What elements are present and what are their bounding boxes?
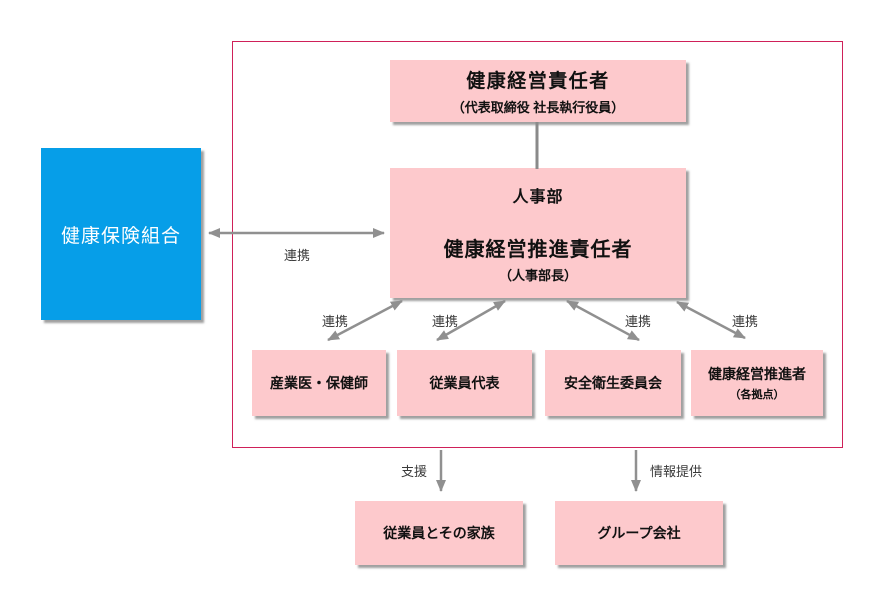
- group-companies-label: グループ会社: [597, 525, 681, 541]
- insurance-association-box: 健康保険組合: [41, 148, 201, 320]
- promotion-structure-frame: [232, 41, 843, 448]
- link-label-4: 連携: [731, 314, 758, 329]
- link-label-3: 連携: [624, 314, 651, 329]
- employees-families-box: 従業員とその家族: [355, 501, 523, 565]
- executive-title: 健康経営責任者: [466, 71, 610, 92]
- executive-box: 健康経営責任者 （代表取締役 社長執行役員）: [390, 60, 686, 122]
- employee-representative-label: 従業員代表: [429, 375, 500, 391]
- occupational-physician-label: 産業医・保健師: [270, 375, 368, 391]
- support-label: 支援: [400, 464, 427, 479]
- executive-subtitle: （代表取締役 社長執行役員）: [451, 100, 625, 115]
- hr-department-name: 人事部: [512, 189, 564, 206]
- group-companies-box: グループ会社: [555, 501, 723, 565]
- safety-health-committee-label: 安全衛生委員会: [564, 375, 662, 391]
- hr-leader-note: （人事部長）: [498, 268, 577, 283]
- info-provision-label: 情報提供: [649, 464, 702, 479]
- safety-health-committee-box: 安全衛生委員会: [545, 350, 681, 416]
- promotion-members-label: 健康経営推進者: [708, 366, 806, 382]
- insurance-association-label: 健康保険組合: [60, 225, 181, 247]
- promotion-members-note: （各拠点）: [729, 389, 785, 401]
- hr-department-box: 人事部 健康経営推進責任者 （人事部長）: [390, 168, 686, 298]
- employees-families-label: 従業員とその家族: [383, 525, 495, 541]
- insurance-link-label: 連携: [283, 248, 310, 263]
- hr-promotion-leader: 健康経営推進責任者: [443, 239, 633, 261]
- link-label-2: 連携: [431, 314, 458, 329]
- promotion-members-box: 健康経営推進者 （各拠点）: [691, 350, 823, 416]
- occupational-physician-box: 産業医・保健師: [252, 350, 386, 416]
- employee-representative-box: 従業員代表: [397, 350, 532, 416]
- link-label-1: 連携: [321, 314, 348, 329]
